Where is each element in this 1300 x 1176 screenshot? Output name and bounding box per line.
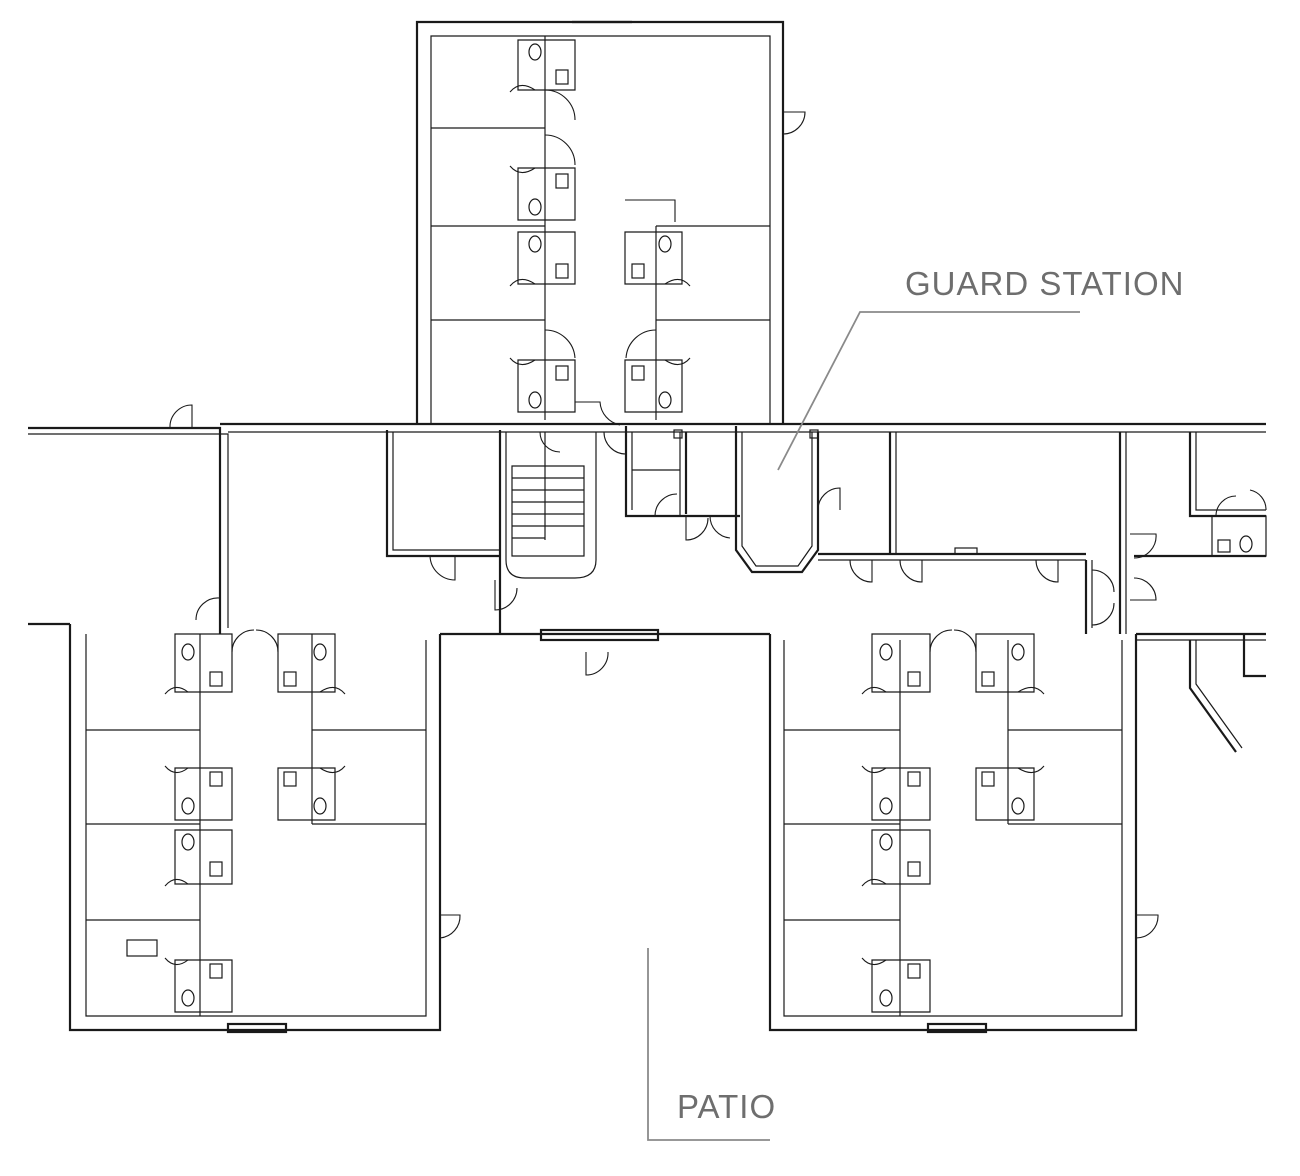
guard-station-leader [777,311,1080,471]
north-cell-fixtures [509,39,806,426]
guard-station-label: GUARD STATION [905,265,1185,302]
southeast-wing [768,629,1159,1034]
north-wing [415,20,785,424]
patio-leader [647,948,770,1141]
southwest-wing [68,624,461,1034]
central-block [28,404,1267,753]
patio-label: PATIO [677,1088,777,1125]
